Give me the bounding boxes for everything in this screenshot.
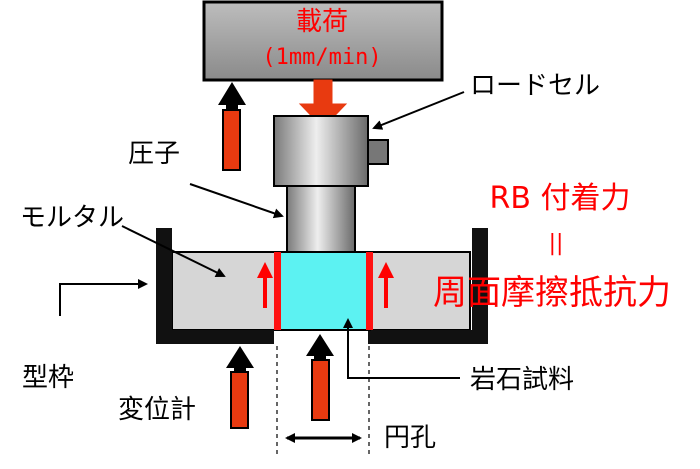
- label-displacement-gauge: 変位計: [118, 395, 196, 425]
- friction-arrow-right: [378, 262, 394, 308]
- upper-displacement-gauge: [218, 82, 246, 171]
- label-load-cell: ロードセル: [470, 71, 600, 101]
- loading-platen: [202, 0, 444, 82]
- label-indenter: 圧子: [128, 139, 180, 169]
- relation-friction: 周面摩擦抵抗力: [433, 273, 671, 313]
- load-rate: (1mm/min): [262, 45, 381, 70]
- label-circular-hole: 円孔: [384, 423, 436, 453]
- sample-left-interface: [274, 252, 281, 330]
- displacement-gauge-left: [226, 346, 254, 429]
- indenter: [286, 185, 356, 253]
- rock-sample-leader: [343, 318, 460, 379]
- label-rock-sample: 岩石試料: [470, 365, 574, 395]
- mortar-leader: [121, 225, 226, 277]
- mold-frame: [156, 228, 488, 344]
- load-title: 載荷: [296, 7, 348, 37]
- load-cell-leader: [372, 91, 465, 130]
- mold-leader: [59, 279, 148, 316]
- displacement-gauge-center: [306, 334, 334, 421]
- friction-arrow-left: [257, 262, 273, 308]
- label-mortar: モルタル: [20, 203, 124, 233]
- indenter-leader: [189, 183, 284, 219]
- load-cell: [273, 115, 369, 187]
- relation-rb-adhesion: RB 付着力: [490, 181, 631, 216]
- rock-sample: [275, 251, 371, 331]
- load-cell-connector: [367, 139, 389, 165]
- sample-right-interface: [366, 252, 373, 330]
- relation-equals: ||: [549, 231, 564, 256]
- label-mold: 型枠: [22, 363, 74, 393]
